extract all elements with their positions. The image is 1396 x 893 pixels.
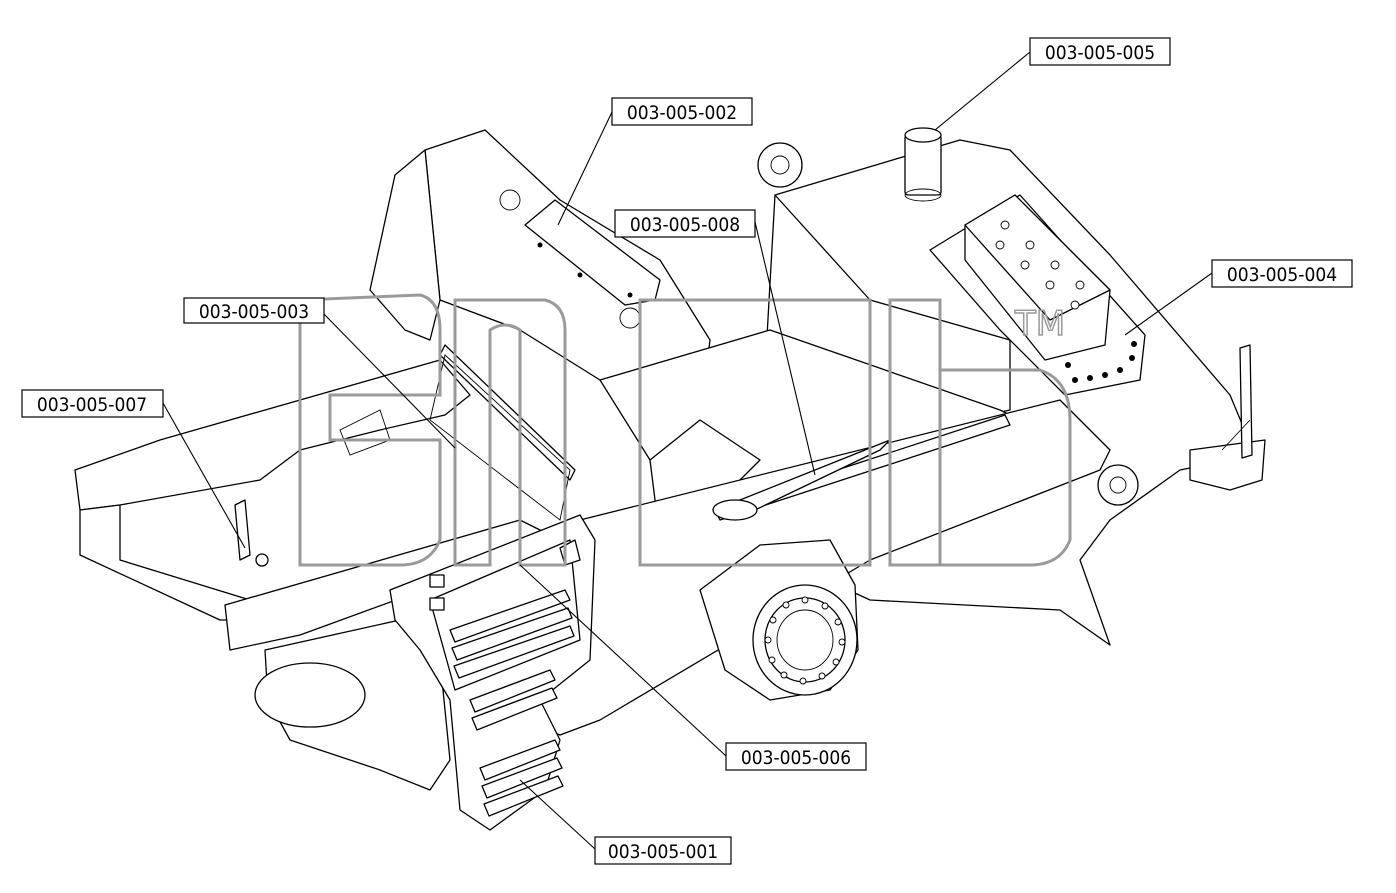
leader-003-005-001 xyxy=(519,779,596,850)
leader-003-005-007 xyxy=(162,402,246,549)
callout-label: 003-005-005 xyxy=(1045,42,1155,64)
upper-cover-plate xyxy=(499,189,661,329)
tank-filler-cap xyxy=(904,127,942,202)
callout-003-005-007: 003-005-007 xyxy=(21,389,164,418)
step-treads xyxy=(449,589,575,817)
side-cover-plate xyxy=(429,344,576,521)
front-bracket xyxy=(234,409,391,567)
battery-box xyxy=(929,194,1146,396)
callout-label: 003-005-006 xyxy=(741,747,851,769)
leader-003-005-002 xyxy=(557,111,613,226)
callout-003-005-005: 003-005-005 xyxy=(1029,37,1171,66)
callout-003-005-002: 003-005-002 xyxy=(611,97,753,126)
leader-003-005-003 xyxy=(321,311,456,449)
leader-003-005-008 xyxy=(754,221,816,476)
callout-003-005-003: 003-005-003 xyxy=(183,297,325,324)
steps-assembly xyxy=(389,514,596,831)
watermark-trademark: TM xyxy=(1014,304,1065,344)
callout-003-005-004: 003-005-004 xyxy=(1211,259,1353,288)
leader-003-005-005 xyxy=(934,51,1031,131)
callout-label: 003-005-001 xyxy=(608,841,718,863)
leader-003-005-006 xyxy=(519,564,727,757)
callout-label: 003-005-008 xyxy=(630,214,740,236)
callout-label: 003-005-002 xyxy=(627,102,737,124)
drum-bolt-circle xyxy=(764,596,846,685)
callout-003-005-008: 003-005-008 xyxy=(614,209,756,238)
callout-003-005-001: 003-005-001 xyxy=(594,836,732,865)
leader-003-005-004 xyxy=(1124,272,1213,336)
callout-label: 003-005-003 xyxy=(199,301,309,323)
slewing-drum xyxy=(699,539,859,701)
battery-terminals xyxy=(995,220,1085,310)
battery-bolts xyxy=(1065,341,1137,383)
leader-lines xyxy=(162,51,1213,850)
callout-label: 003-005-007 xyxy=(37,394,147,416)
callout-003-005-006: 003-005-006 xyxy=(725,742,867,771)
callout-label: 003-005-004 xyxy=(1227,264,1337,286)
watermark: TM xyxy=(298,293,1072,567)
